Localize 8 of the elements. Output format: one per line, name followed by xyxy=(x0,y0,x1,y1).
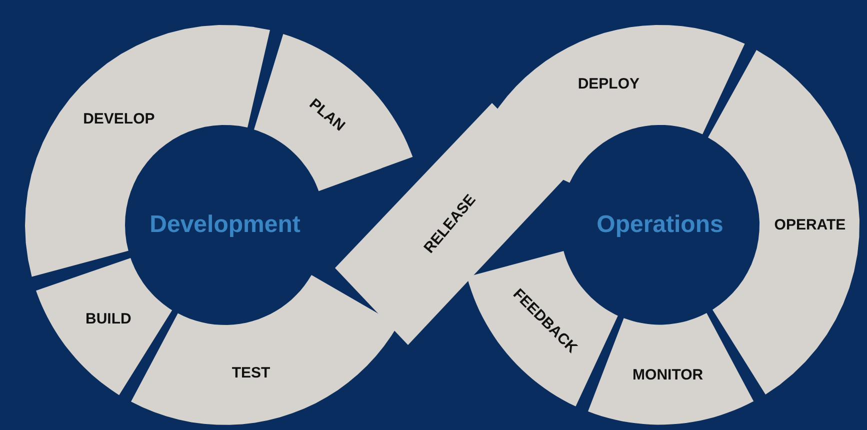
hub-label: Operations xyxy=(596,211,724,239)
stage-label: BUILD xyxy=(86,310,132,328)
stage-label: DEVELOP xyxy=(83,110,155,128)
stage-label: MONITOR xyxy=(632,366,704,384)
stage-label: TEST xyxy=(232,364,270,382)
stage-label: OPERATE xyxy=(774,216,846,234)
stage-label: DEPLOY xyxy=(578,76,640,93)
hub-label: Development xyxy=(150,211,300,239)
